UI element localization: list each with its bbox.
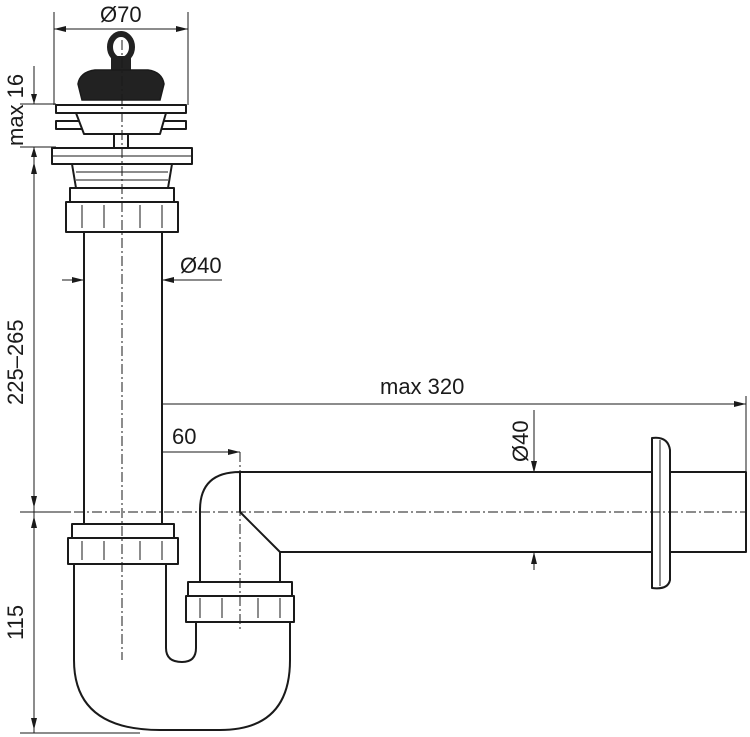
offset-label: 60 [172,424,196,449]
lower-nut-vertical [67,523,179,565]
u-trap [73,563,291,731]
wall-flange [651,436,671,590]
top-diameter-label: Ø70 [100,2,142,27]
dimension-trap-height: 115 [3,512,140,734]
vertical-pipe [83,231,163,525]
pipe-diameter-horizontal-label: Ø40 [508,420,533,462]
vertical-length-label: 225–265 [3,319,28,405]
trap-height-label: 115 [3,605,28,640]
max-16-label: max 16 [3,74,28,146]
pipe-diameter-vertical-label: Ø40 [180,253,222,278]
sink-plug [77,31,165,101]
dimension-pipe-diameter-vertical: Ø40 [62,253,222,283]
dimension-top-diameter: Ø70 [53,2,189,105]
dimension-pipe-diameter-horizontal: Ø40 [508,410,537,570]
dimension-vertical-length: 225–265 [3,147,70,513]
dimension-max-16: max 16 [3,66,56,160]
max-horizontal-label: max 320 [380,374,464,399]
